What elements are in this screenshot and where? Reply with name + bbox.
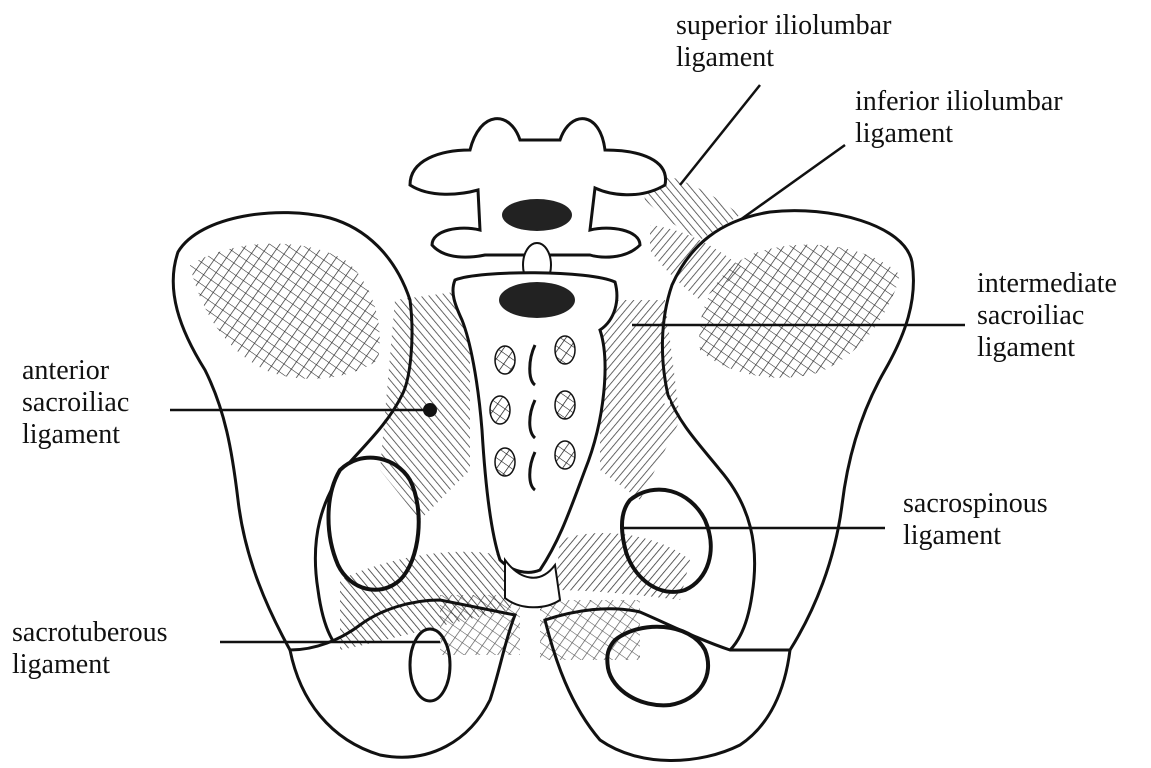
label-line: ligament — [22, 419, 129, 451]
lumbar-vertebra — [410, 119, 666, 287]
label-line: sacroiliac — [977, 300, 1117, 332]
label-anterior-sacroiliac: anterior sacroiliac ligament — [22, 355, 129, 451]
label-line: inferior iliolumbar — [855, 86, 1063, 118]
leader-inferior-iliolumbar — [740, 145, 845, 220]
label-line: superior iliolumbar — [676, 10, 891, 42]
label-line: intermediate — [977, 268, 1117, 300]
label-line: ligament — [903, 520, 1048, 552]
label-superior-iliolumbar: superior iliolumbar ligament — [676, 10, 891, 74]
pubic-region-right — [540, 600, 640, 660]
leader-superior-iliolumbar — [680, 85, 760, 185]
label-intermediate-sacroiliac: intermediate sacroiliac ligament — [977, 268, 1117, 364]
label-line: ligament — [676, 42, 891, 74]
anterior-sacroiliac-marker — [423, 403, 437, 417]
label-sacrospinous: sacrospinous ligament — [903, 488, 1048, 552]
label-line: sacrospinous — [903, 488, 1048, 520]
label-line: ligament — [12, 649, 168, 681]
label-line: ligament — [855, 118, 1063, 150]
label-line: sacroiliac — [22, 387, 129, 419]
intermediate-sacroiliac-marker — [664, 399, 670, 405]
label-line: sacrotuberous — [12, 617, 168, 649]
label-sacrotuberous: sacrotuberous ligament — [12, 617, 168, 681]
label-inferior-iliolumbar: inferior iliolumbar ligament — [855, 86, 1063, 150]
label-line: ligament — [977, 332, 1117, 364]
label-line: anterior — [22, 355, 129, 387]
